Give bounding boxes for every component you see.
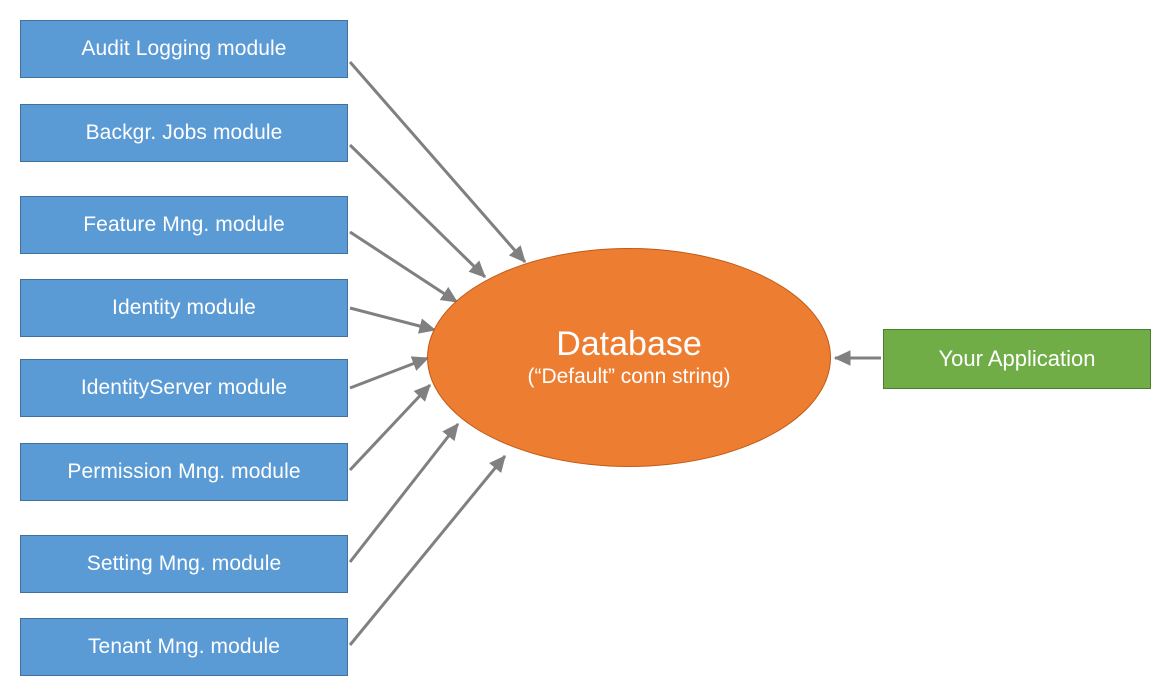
connection-arrow: [348, 423, 460, 563]
arrow-group: [348, 61, 881, 646]
module-box[interactable]: Audit Logging module: [20, 20, 348, 78]
your-application-label: Your Application: [938, 346, 1096, 371]
module-box[interactable]: Tenant Mng. module: [20, 618, 348, 676]
database-title: Database: [556, 325, 702, 364]
connection-arrow: [348, 383, 432, 472]
database-ellipse[interactable]: Database (“Default” conn string): [427, 248, 831, 467]
connection-arrow: [348, 143, 487, 279]
your-application-box[interactable]: Your Application: [883, 329, 1151, 389]
module-box[interactable]: Backgr. Jobs module: [20, 104, 348, 162]
module-box-label: IdentityServer module: [80, 376, 288, 399]
module-box[interactable]: IdentityServer module: [20, 359, 348, 417]
module-box[interactable]: Feature Mng. module: [20, 196, 348, 254]
module-box-label: Tenant Mng. module: [87, 635, 281, 658]
connection-arrow: [348, 455, 507, 646]
connection-arrow: [348, 61, 527, 263]
module-box-label: Identity module: [112, 296, 256, 319]
connection-arrow: [349, 230, 459, 304]
module-box[interactable]: Identity module: [20, 279, 348, 337]
module-box-label: Setting Mng. module: [86, 552, 282, 575]
connection-arrow: [349, 306, 437, 334]
module-box-label: Feature Mng. module: [83, 213, 285, 236]
database-subtitle: (“Default” conn string): [527, 364, 731, 388]
connection-arrow: [349, 356, 430, 390]
module-box-label: Audit Logging module: [81, 37, 287, 60]
module-box-label: Permission Mng. module: [67, 460, 301, 483]
module-box-label: Backgr. Jobs module: [85, 121, 283, 144]
module-box[interactable]: Setting Mng. module: [20, 535, 348, 593]
module-box[interactable]: Permission Mng. module: [20, 443, 348, 501]
